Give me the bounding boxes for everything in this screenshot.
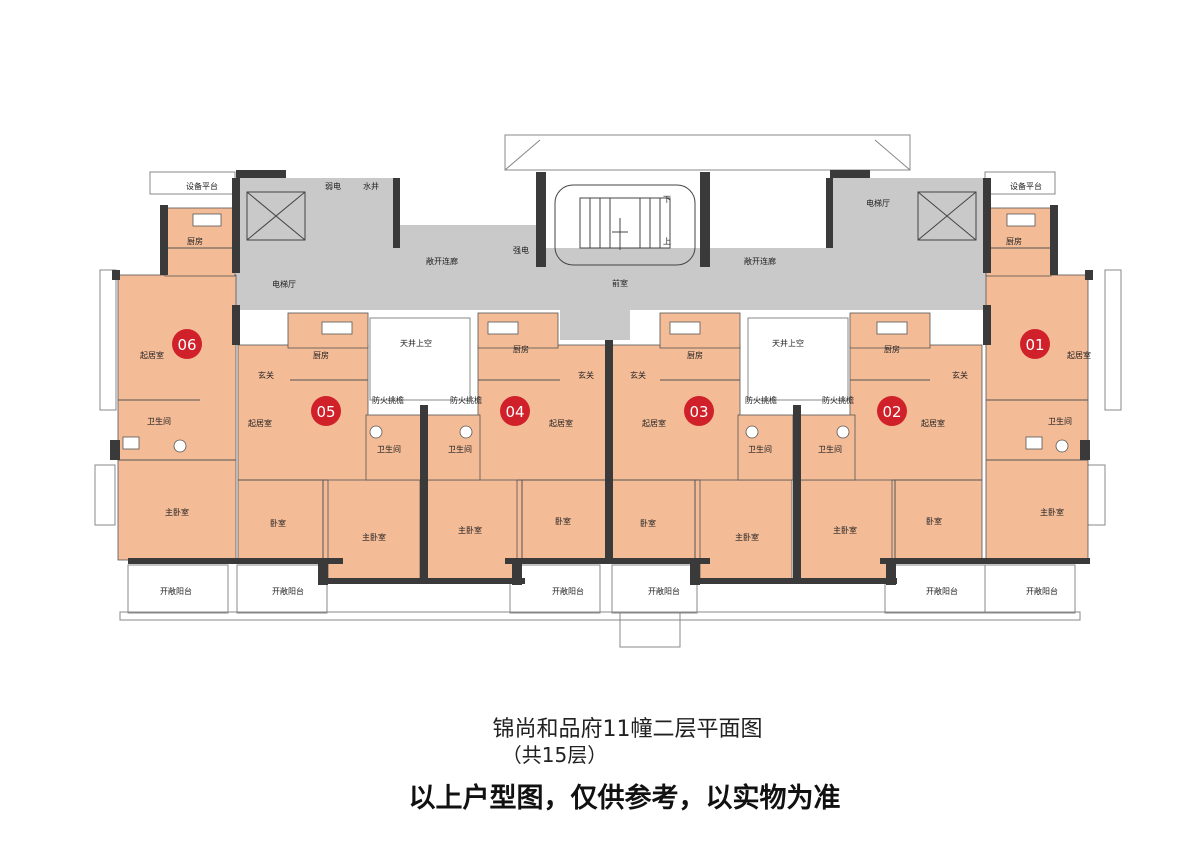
label-balcony-04: 开敞阳台 <box>552 586 584 596</box>
disclaimer: 以上户型图，仅供参考，以实物为准 <box>408 783 841 814</box>
label-bath-03: 卫生间 <box>748 444 772 454</box>
svg-text:05: 05 <box>316 403 335 421</box>
label-elevator-hall-right: 电梯厅 <box>866 198 890 208</box>
unit-06-area <box>117 274 237 561</box>
unit-fills <box>117 207 1089 581</box>
unit-badge-06: 06 <box>172 329 202 359</box>
label-water-well: 水井 <box>363 181 379 191</box>
core-labels: 敞开连廊 敞开连廊 电梯厅 电梯厅 弱电 水井 强电 前室 下 上 天井上空 天… <box>272 181 890 405</box>
elevator-shafts <box>246 191 977 241</box>
label-fire-eave-4: 防火挑檐 <box>822 395 854 405</box>
label-corridor-right: 敞开连廊 <box>744 256 776 266</box>
label-kitchen-02: 厨房 <box>884 344 900 354</box>
label-bedroom-03: 卧室 <box>640 518 656 528</box>
label-entry-05: 玄关 <box>258 370 274 380</box>
label-platform-06: 设备平台 <box>186 181 218 191</box>
plan-title: 锦尚和品府11幢二层平面图 <box>492 717 763 742</box>
label-master-03: 主卧室 <box>735 532 759 542</box>
label-master-05: 主卧室 <box>362 532 386 542</box>
plan-subtitle: （共15层） <box>501 743 608 767</box>
unit-badges: 06 05 04 03 02 01 <box>172 329 1050 426</box>
unit-badge-02: 02 <box>877 396 907 426</box>
unit-01-area <box>985 274 1089 561</box>
label-bath-01: 卫生间 <box>1048 416 1072 426</box>
label-fire-eave-3: 防火挑檐 <box>745 395 777 405</box>
core-area <box>236 178 988 340</box>
stairwell <box>554 184 696 266</box>
label-bath-02: 卫生间 <box>818 444 842 454</box>
label-bedroom-02: 卧室 <box>926 516 942 526</box>
label-bath-04: 卫生间 <box>448 444 472 454</box>
label-entry-02: 玄关 <box>952 370 968 380</box>
label-bath-05: 卫生间 <box>377 444 401 454</box>
label-atrium-right: 天井上空 <box>772 338 804 348</box>
label-living-02: 起居室 <box>921 418 945 428</box>
label-bath-06: 卫生间 <box>147 416 171 426</box>
label-balcony-01: 开敞阳台 <box>1026 586 1058 596</box>
label-living-03: 起居室 <box>642 418 666 428</box>
label-living-01: 起居室 <box>1067 350 1091 360</box>
label-living-05: 起居室 <box>248 418 272 428</box>
outline-lines <box>94 134 1122 648</box>
label-kitchen-06: 厨房 <box>187 236 203 246</box>
label-strong-current: 强电 <box>513 245 529 255</box>
svg-text:04: 04 <box>505 403 524 421</box>
partition-lines <box>118 247 1088 560</box>
label-elevator-hall-left: 电梯厅 <box>272 279 296 289</box>
room-labels: 设备平台 厨房 起居室 卫生间 主卧室 开敞阳台 玄关 厨房 起居室 卫生间 卧… <box>140 181 1091 596</box>
label-stair-up: 上 <box>663 237 671 246</box>
label-kitchen-05: 厨房 <box>313 350 329 360</box>
label-stair-front: 前室 <box>612 278 628 288</box>
floor-plan: 设备平台 厨房 起居室 卫生间 主卧室 开敞阳台 玄关 厨房 起居室 卫生间 卧… <box>94 134 1122 648</box>
label-living-04: 起居室 <box>549 418 573 428</box>
atrium-voids <box>369 317 849 401</box>
label-master-04: 主卧室 <box>458 525 482 535</box>
label-fire-eave-2: 防火挑檐 <box>450 395 482 405</box>
label-balcony-03: 开敞阳台 <box>648 586 680 596</box>
label-corridor-left: 敞开连廊 <box>426 256 458 266</box>
label-master-01: 主卧室 <box>1040 507 1064 517</box>
label-kitchen-01: 厨房 <box>1006 236 1022 246</box>
unit-badge-03: 03 <box>684 396 714 426</box>
label-kitchen-03: 厨房 <box>687 350 703 360</box>
svg-text:03: 03 <box>689 403 708 421</box>
label-master-02: 主卧室 <box>833 525 857 535</box>
label-platform-01: 设备平台 <box>1010 181 1042 191</box>
label-balcony-05: 开敞阳台 <box>272 586 304 596</box>
label-bedroom-04: 卧室 <box>555 516 571 526</box>
svg-text:02: 02 <box>882 403 901 421</box>
label-bedroom-05: 卧室 <box>270 518 286 528</box>
unit-badge-04: 04 <box>500 396 530 426</box>
walls <box>110 170 1093 585</box>
label-balcony-06: 开敞阳台 <box>160 586 192 596</box>
label-living-06: 起居室 <box>140 350 164 360</box>
label-entry-03: 玄关 <box>630 370 646 380</box>
svg-text:01: 01 <box>1025 336 1044 354</box>
label-atrium-left: 天井上空 <box>400 338 432 348</box>
label-stair-down: 下 <box>663 195 671 204</box>
label-master-06: 主卧室 <box>165 507 189 517</box>
svg-text:06: 06 <box>177 336 196 354</box>
label-entry-04: 玄关 <box>578 370 594 380</box>
label-weak-current: 弱电 <box>325 181 341 191</box>
label-kitchen-04: 厨房 <box>513 344 529 354</box>
unit-badge-01: 01 <box>1020 329 1050 359</box>
unit-badge-05: 05 <box>311 396 341 426</box>
label-fire-eave-1: 防火挑檐 <box>372 395 404 405</box>
fixtures <box>122 213 1069 453</box>
label-balcony-02: 开敞阳台 <box>926 586 958 596</box>
